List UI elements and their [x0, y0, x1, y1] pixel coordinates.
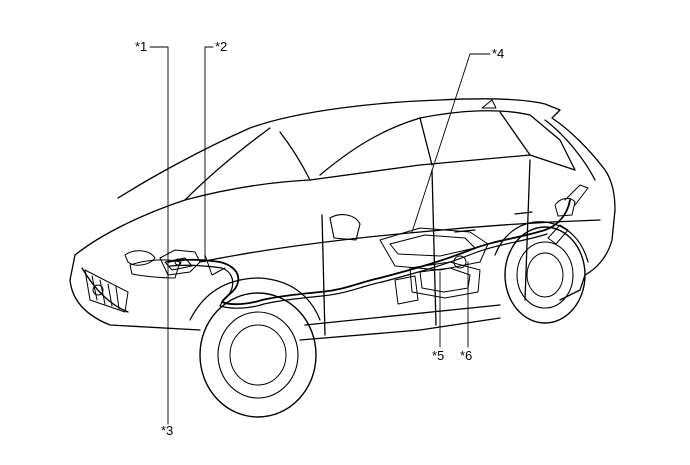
front-grille	[84, 269, 129, 313]
callout-6-label: *6	[460, 348, 473, 363]
callout-1-label: *1	[135, 39, 148, 54]
callout-5-label: *5	[432, 348, 445, 363]
headlight	[129, 259, 181, 279]
leader-lines	[149, 46, 491, 425]
antenna	[481, 99, 497, 109]
rear-components	[547, 184, 589, 245]
front-wheel	[189, 277, 321, 418]
rear-wheel	[494, 221, 589, 324]
callout-3-label: *3	[161, 423, 174, 438]
car-body	[69, 98, 616, 341]
callout-4-label: *4	[492, 46, 505, 61]
callout-2-label: *2	[215, 39, 228, 54]
wiring-harness	[167, 199, 571, 309]
side-mirror	[329, 214, 361, 241]
door-handle	[454, 211, 533, 233]
underbody-components	[379, 227, 489, 305]
